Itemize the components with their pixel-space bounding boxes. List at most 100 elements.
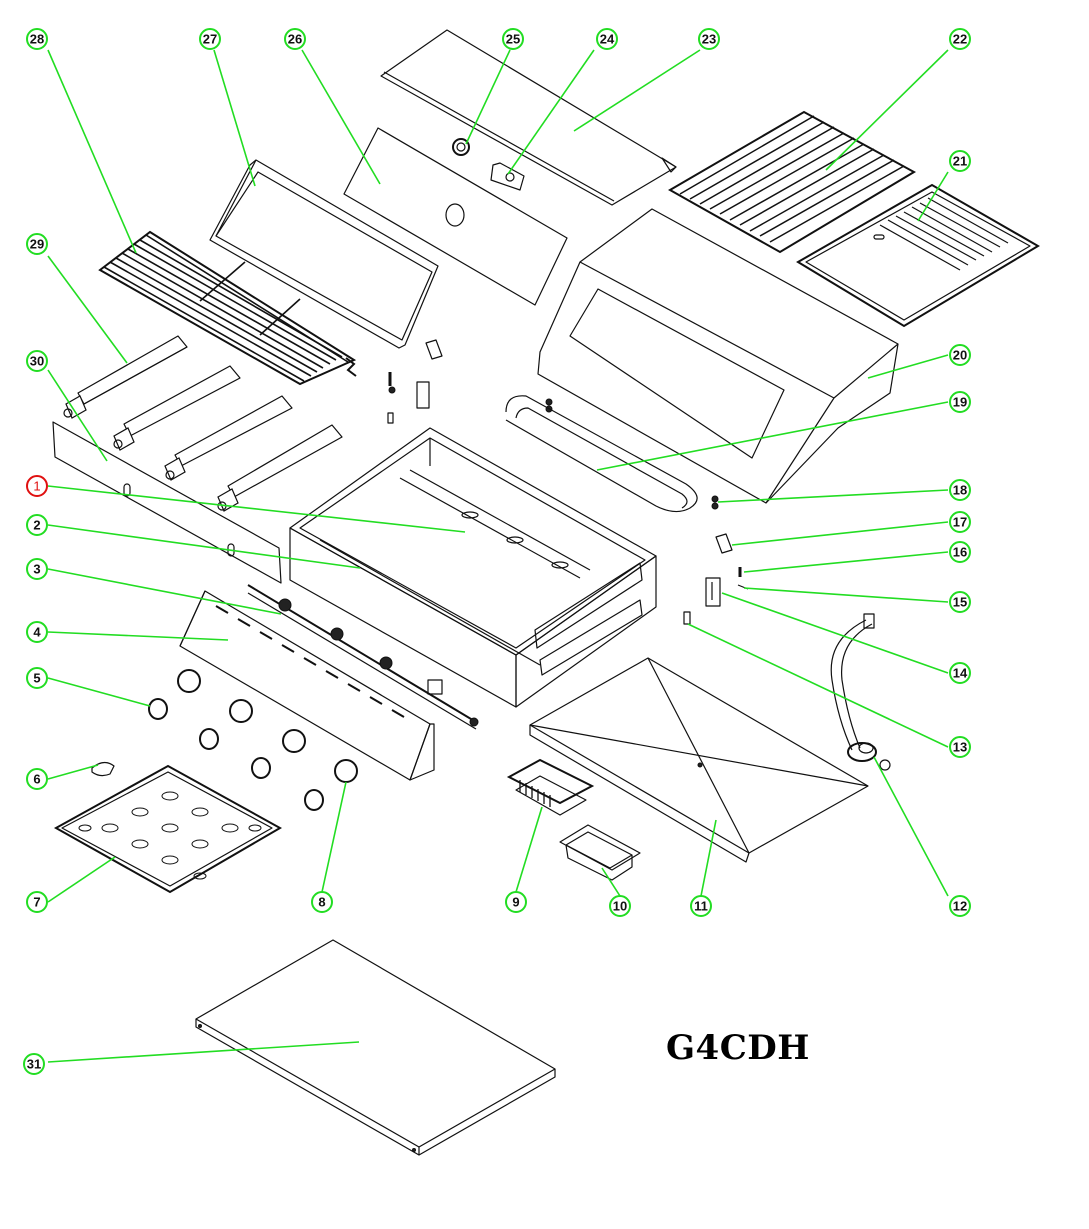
- svg-text:16: 16: [953, 545, 967, 560]
- leader-30: [47, 369, 108, 462]
- svg-text:7: 7: [33, 895, 40, 910]
- callout-29[interactable]: 29: [26, 233, 48, 255]
- part-lava-rock-tray: [53, 764, 283, 894]
- svg-text:14: 14: [953, 666, 968, 681]
- svg-text:10: 10: [613, 899, 627, 914]
- part-drip-cup: [559, 824, 641, 881]
- callout-3[interactable]: 3: [26, 558, 48, 580]
- callout-13[interactable]: 13: [949, 736, 971, 758]
- svg-text:9: 9: [512, 895, 519, 910]
- svg-text:12: 12: [953, 899, 967, 914]
- part-firebox: [289, 427, 657, 708]
- svg-text:24: 24: [600, 32, 615, 47]
- part-lid-handle: [505, 395, 698, 513]
- svg-text:22: 22: [953, 32, 967, 47]
- leader-15: [743, 587, 949, 603]
- leader-7: [47, 856, 116, 903]
- svg-text:27: 27: [203, 32, 217, 47]
- callout-16[interactable]: 16: [949, 541, 971, 563]
- svg-text:17: 17: [953, 515, 967, 530]
- callout-6[interactable]: 6: [26, 768, 48, 790]
- leader-10: [601, 867, 621, 897]
- part-grease-basket: [506, 758, 595, 816]
- svg-text:31: 31: [27, 1057, 41, 1072]
- part-burner-support-rail: [399, 469, 591, 579]
- part-burners: [63, 335, 343, 512]
- svg-text:18: 18: [953, 483, 967, 498]
- callout-2[interactable]: 2: [26, 514, 48, 536]
- leader-lines: [47, 49, 949, 1063]
- svg-text:8: 8: [318, 895, 325, 910]
- callout-22[interactable]: 22: [949, 28, 971, 50]
- callout-18[interactable]: 18: [949, 479, 971, 501]
- leader-23: [573, 49, 701, 132]
- leader-29: [47, 255, 128, 364]
- part-control-panel: [179, 590, 435, 781]
- svg-text:6: 6: [33, 772, 40, 787]
- leader-26: [301, 49, 381, 185]
- part-gas-regulator-hose: [830, 613, 891, 771]
- leader-2: [47, 524, 361, 569]
- svg-text:11: 11: [694, 899, 708, 914]
- callout-19[interactable]: 19: [949, 391, 971, 413]
- part-ignition-button: [91, 761, 115, 777]
- leader-28: [47, 49, 137, 254]
- part-griddle-plate: [796, 183, 1040, 328]
- leader-25: [465, 49, 511, 145]
- callout-25[interactable]: 25: [502, 28, 524, 50]
- callout-27[interactable]: 27: [199, 28, 221, 50]
- leader-11: [700, 819, 717, 897]
- callout-7[interactable]: 7: [26, 891, 48, 913]
- part-bottom-shelf: [195, 939, 556, 1156]
- callout-31[interactable]: 31: [23, 1053, 45, 1075]
- callout-badges: 1 2 3 4 5 6 7 8 9 10 11 12 13 14 15 16 1…: [23, 28, 971, 1075]
- callout-8[interactable]: 8: [311, 891, 333, 913]
- svg-text:2: 2: [33, 518, 40, 533]
- callout-21[interactable]: 21: [949, 150, 971, 172]
- part-control-knobs: [177, 669, 358, 783]
- svg-text:28: 28: [30, 32, 44, 47]
- svg-text:21: 21: [953, 154, 967, 169]
- leader-9: [515, 806, 543, 893]
- callout-26[interactable]: 26: [284, 28, 306, 50]
- leader-22: [825, 49, 949, 171]
- callout-28[interactable]: 28: [26, 28, 48, 50]
- svg-text:30: 30: [30, 354, 44, 369]
- svg-text:26: 26: [288, 32, 302, 47]
- leader-3: [47, 568, 282, 615]
- leader-20: [867, 354, 949, 379]
- part-hood-top-panel: [380, 29, 677, 206]
- callout-14[interactable]: 14: [949, 662, 971, 684]
- leader-8: [321, 781, 347, 893]
- leader-6: [47, 764, 99, 780]
- svg-text:1: 1: [33, 479, 40, 494]
- svg-text:4: 4: [33, 625, 41, 640]
- callout-4[interactable]: 4: [26, 621, 48, 643]
- callout-12[interactable]: 12: [949, 895, 971, 917]
- part-warming-rack: [98, 230, 357, 386]
- leader-12: [873, 756, 949, 897]
- callout-23[interactable]: 23: [698, 28, 720, 50]
- leader-5: [47, 677, 151, 707]
- svg-text:5: 5: [33, 671, 40, 686]
- callout-9[interactable]: 9: [505, 891, 527, 913]
- callout-30[interactable]: 30: [26, 350, 48, 372]
- callout-20[interactable]: 20: [949, 344, 971, 366]
- svg-text:29: 29: [30, 237, 44, 252]
- svg-text:23: 23: [702, 32, 716, 47]
- leader-31: [47, 1041, 360, 1063]
- callout-1[interactable]: 1: [26, 475, 48, 497]
- callout-5[interactable]: 5: [26, 667, 48, 689]
- callout-11[interactable]: 11: [690, 895, 712, 917]
- callout-15[interactable]: 15: [949, 591, 971, 613]
- callout-17[interactable]: 17: [949, 511, 971, 533]
- part-lid-frame: [209, 159, 439, 349]
- callout-24[interactable]: 24: [596, 28, 618, 50]
- leader-24: [507, 49, 595, 175]
- part-cooking-grill: [667, 110, 917, 254]
- part-gas-manifold: [247, 584, 479, 730]
- callout-10[interactable]: 10: [609, 895, 631, 917]
- part-heat-shield: [52, 421, 282, 584]
